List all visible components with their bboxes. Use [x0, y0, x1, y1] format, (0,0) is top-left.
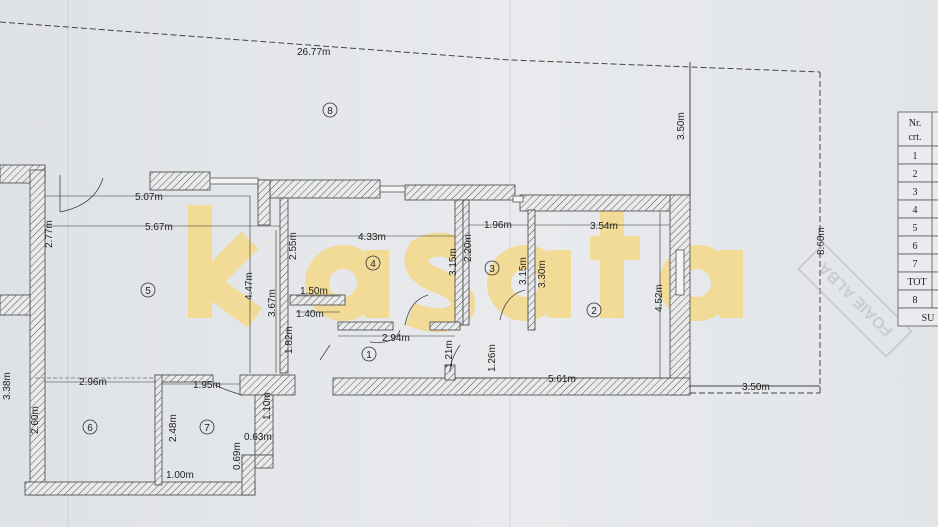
site-boundary [0, 21, 821, 394]
dim-overall-length: 26.77m [297, 47, 330, 58]
room-8-label: 8 [327, 106, 333, 117]
dim-label: 3.30m [537, 260, 548, 288]
dim-label: 3.38m [2, 372, 13, 400]
dim-label: 2.96m [79, 377, 107, 388]
table-header: crt. [908, 132, 921, 143]
dim-label: 2.20m [463, 234, 474, 262]
dim-setback-top: 3.50m [676, 112, 687, 140]
windows [209, 177, 685, 296]
dim-label: 0.63m [244, 432, 272, 443]
dim-label: 3.67m [267, 289, 278, 317]
dim-label: 3.54m [590, 221, 618, 232]
dim-label: 2.94m [382, 333, 410, 344]
dim-label: 1.00m [166, 470, 194, 481]
dim-label: 1.95m [193, 380, 221, 391]
room-1-label: 1 [366, 350, 372, 361]
table-cell: 7 [913, 259, 918, 270]
room-4-label: 4 [370, 259, 376, 270]
dim-label: 2.48m [168, 414, 179, 442]
table-cell: 5 [913, 223, 918, 234]
dim-label: 4.47m [244, 272, 255, 300]
room-markers [82, 102, 602, 435]
dim-label: 1.82m [284, 326, 295, 354]
dimension-labels: 5.07m 5.67m 2.77m 4.47m 3.67m 2.55m 4.33… [2, 192, 665, 481]
table-cell: 1 [913, 151, 918, 162]
room-3-label: 3 [489, 264, 495, 275]
room-7-label: 7 [204, 423, 210, 434]
table-cell: 6 [913, 241, 918, 252]
table-cell: TOT [907, 277, 926, 288]
dim-label: 2.55m [288, 232, 299, 260]
table-cell: 4 [913, 205, 918, 216]
dim-overall-depth: 8.60m [816, 227, 827, 255]
dim-label: 1.21m [444, 340, 455, 368]
dim-label: 5.07m [135, 192, 163, 203]
dim-label: 4.52m [654, 284, 665, 312]
doors [59, 175, 526, 396]
table-cell: 8 [913, 295, 918, 306]
dim-label: 2.77m [44, 220, 55, 248]
table-header: Nr. [909, 118, 922, 129]
dim-label: 1.10m [262, 392, 273, 420]
dim-label: 3.15m [448, 248, 459, 276]
room-2-label: 2 [591, 306, 597, 317]
room-5-label: 5 [145, 286, 151, 297]
dim-setback-right: 3.50m [742, 382, 770, 393]
table-cell: 2 [913, 169, 918, 180]
table-cell: SU [922, 313, 936, 324]
dim-label: 1.40m [296, 309, 324, 320]
dim-label: 1.96m [484, 220, 512, 231]
dim-label: 1.50m [300, 286, 328, 297]
dim-label: 4.33m [358, 232, 386, 243]
dim-label: 1.26m [487, 344, 498, 372]
dim-label: 2.60m [30, 406, 41, 434]
dim-label: 5.67m [145, 222, 173, 233]
dim-label: 5.61m [548, 374, 576, 385]
table-cell: 3 [913, 187, 918, 198]
dim-label: 3.15m [518, 257, 529, 285]
dim-label: 0.69m [232, 442, 243, 470]
room-6-label: 6 [87, 423, 93, 434]
walls [0, 164, 691, 496]
dimension-lines [35, 195, 670, 385]
area-table [897, 111, 938, 327]
